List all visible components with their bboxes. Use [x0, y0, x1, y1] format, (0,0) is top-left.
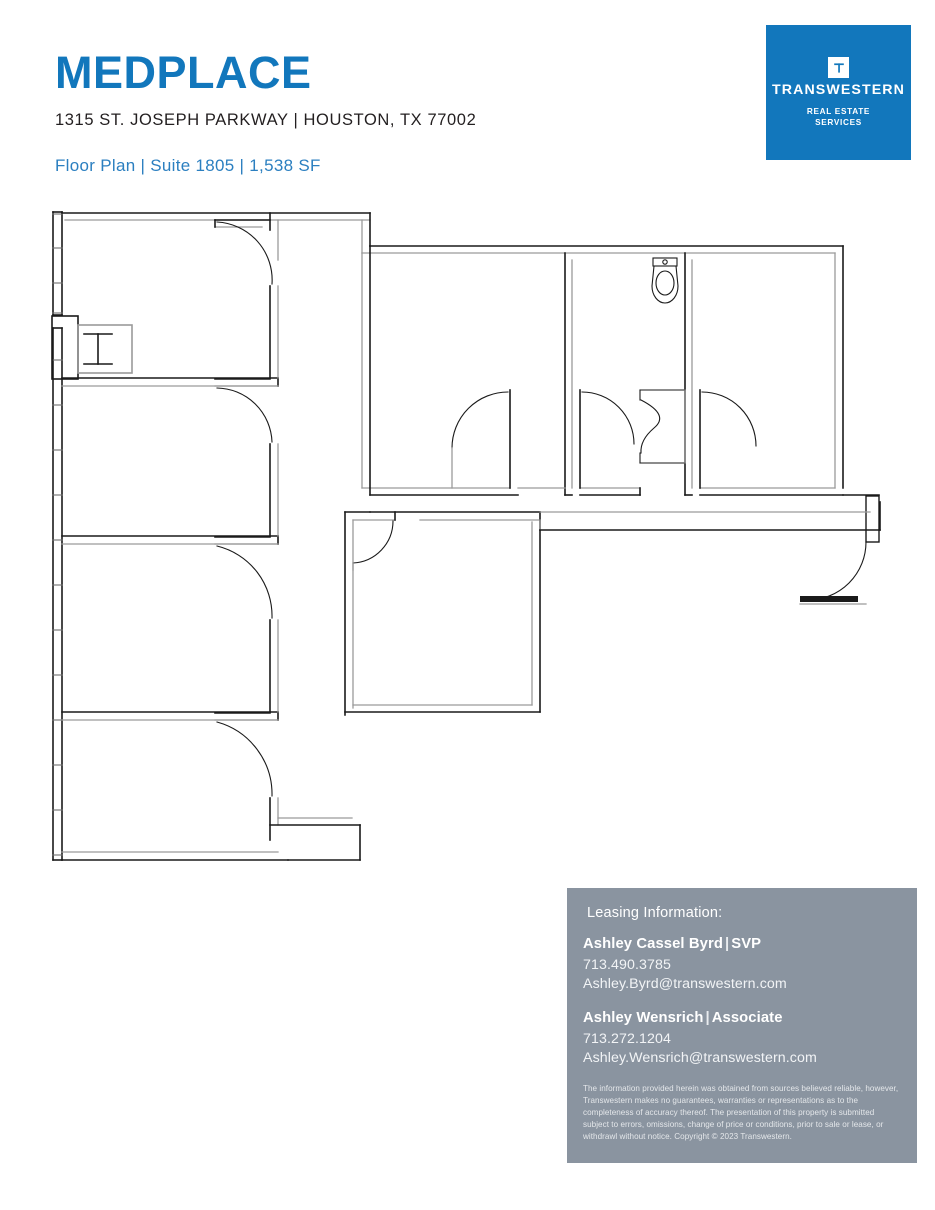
legal-disclaimer: The information provided herein was obta… — [583, 1084, 899, 1142]
contact-job-title: Associate — [711, 1010, 783, 1026]
property-address: 1315 ST. JOSEPH PARKWAY | HOUSTON, TX 77… — [55, 111, 477, 129]
contact-card: Ashley Wensrich|Associate 713.272.1204 A… — [583, 1009, 899, 1068]
contact-job-title: SVP — [731, 936, 762, 952]
leasing-information-box: Leasing Information: Ashley Cassel Byrd|… — [567, 888, 917, 1163]
toilet-icon — [651, 257, 679, 304]
contact-name: Ashley Wensrich|Associate — [583, 1009, 899, 1028]
contact-email[interactable]: Ashley.Byrd@transwestern.com — [583, 976, 787, 992]
curtain-wall-mullions — [52, 213, 63, 856]
north-block-shell — [361, 212, 844, 496]
transwestern-logo: TRANSWESTERN REAL ESTATE SERVICES — [766, 25, 911, 160]
corridor-wall-west — [269, 212, 361, 861]
logo-tagline-line2: SERVICES — [815, 117, 862, 127]
page-title: MEDPLACE — [55, 47, 312, 98]
floor-plan-svg — [51, 211, 881, 861]
contact-email[interactable]: Ashley.Wensrich@transwestern.com — [583, 1050, 817, 1066]
document-header: MEDPLACE 1315 ST. JOSEPH PARKWAY | HOUST… — [55, 50, 695, 176]
contact-separator: | — [705, 1010, 710, 1026]
contact-card: Ashley Cassel Byrd|SVP 713.490.3785 Ashl… — [583, 935, 899, 994]
leasing-info-title: Leasing Information: — [587, 905, 723, 921]
contact-name: Ashley Cassel Byrd|SVP — [583, 935, 899, 954]
north-block-partitions — [517, 252, 844, 496]
contact-person-name: Ashley Wensrich — [583, 1010, 704, 1026]
transwestern-t-mark-icon — [828, 57, 849, 78]
suite-entry-door — [799, 494, 880, 605]
logo-tagline-line1: REAL ESTATE — [806, 107, 871, 116]
west-curtain-wall — [52, 211, 63, 861]
center-south-block — [344, 501, 881, 716]
contact-phone[interactable]: 713.490.3785 — [583, 957, 671, 973]
structural-column — [51, 315, 133, 380]
north-block-doors — [451, 389, 757, 489]
contact-separator: | — [724, 936, 730, 952]
logo-wordmark: TRANSWESTERN — [771, 82, 905, 98]
bifold-closet-door — [639, 389, 686, 464]
logo-tagline: REAL ESTATE SERVICES — [807, 107, 870, 128]
floor-plan-subline: Floor Plan | Suite 1805 | 1,538 SF — [55, 156, 321, 175]
contact-phone[interactable]: 713.272.1204 — [583, 1031, 671, 1047]
office-doors-west — [214, 219, 279, 797]
floor-plan-drawing — [40, 200, 900, 880]
contact-person-name: Ashley Cassel Byrd — [583, 936, 723, 952]
